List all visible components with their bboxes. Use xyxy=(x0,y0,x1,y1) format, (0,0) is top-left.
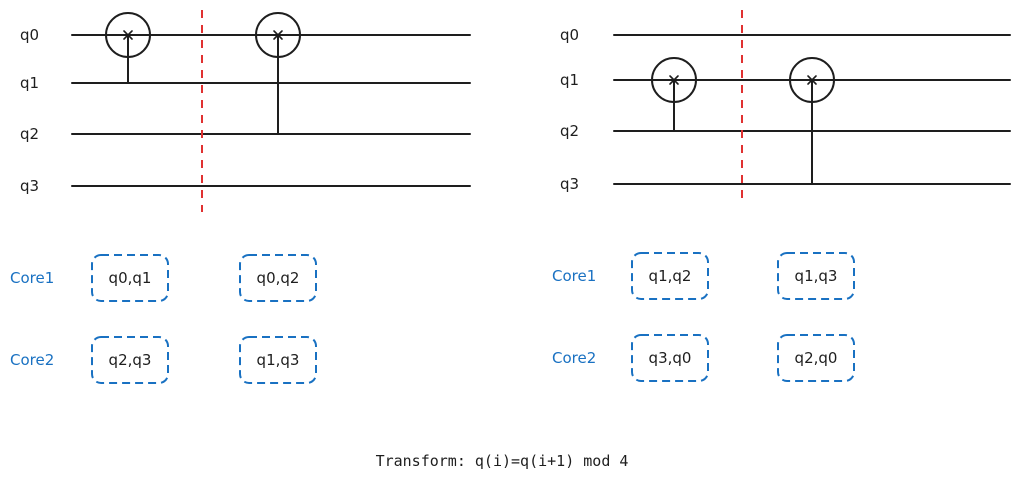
x-mark xyxy=(273,30,283,40)
qubit-label-q3: q3 xyxy=(20,177,39,195)
core-label: Core2 xyxy=(552,349,596,367)
qubit-pair-box xyxy=(239,336,317,384)
x-mark xyxy=(669,75,679,85)
qubit-pair-box xyxy=(91,254,169,302)
transform-caption: Transform: q(i)=q(i+1) mod 4 xyxy=(376,452,629,470)
qubit-label-q2: q2 xyxy=(560,122,579,140)
core-label: Core1 xyxy=(10,269,54,287)
qubit-pair-label: q0,q2 xyxy=(257,269,300,287)
qubit-pair-label: q2,q0 xyxy=(795,349,838,367)
qubit-label-q1: q1 xyxy=(20,74,39,92)
core-label: Core1 xyxy=(552,267,596,285)
qubit-label-q2: q2 xyxy=(20,125,39,143)
gate-q2-q1 xyxy=(651,57,697,132)
qubit-pair-label: q2,q3 xyxy=(109,351,152,369)
target-circle xyxy=(255,12,301,58)
x-mark xyxy=(807,75,817,85)
qubit-label-q3: q3 xyxy=(560,175,579,193)
qubit-pair-label: q1,q3 xyxy=(257,351,300,369)
qubit-pair-label: q1,q3 xyxy=(795,267,838,285)
qubit-pair-box xyxy=(631,334,709,382)
qubit-pair-box xyxy=(777,334,855,382)
qubit-pair-label: q0,q1 xyxy=(109,269,152,287)
qubit-label-q1: q1 xyxy=(560,71,579,89)
gate-q2-q0 xyxy=(255,12,301,135)
qubit-pair-box xyxy=(91,336,169,384)
target-circle xyxy=(105,12,151,58)
qubit-pair-box xyxy=(777,252,855,300)
qubit-label-q0: q0 xyxy=(20,26,39,44)
qubit-pair-box xyxy=(631,252,709,300)
gate-q3-q1 xyxy=(789,57,835,185)
x-mark xyxy=(123,30,133,40)
qubit-pair-box xyxy=(239,254,317,302)
gate-q1-q0 xyxy=(105,12,151,84)
qubit-label-q0: q0 xyxy=(560,26,579,44)
target-circle xyxy=(789,57,835,103)
core-label: Core2 xyxy=(10,351,54,369)
qubit-pair-label: q3,q0 xyxy=(649,349,692,367)
qubit-pair-label: q1,q2 xyxy=(649,267,692,285)
target-circle xyxy=(651,57,697,103)
